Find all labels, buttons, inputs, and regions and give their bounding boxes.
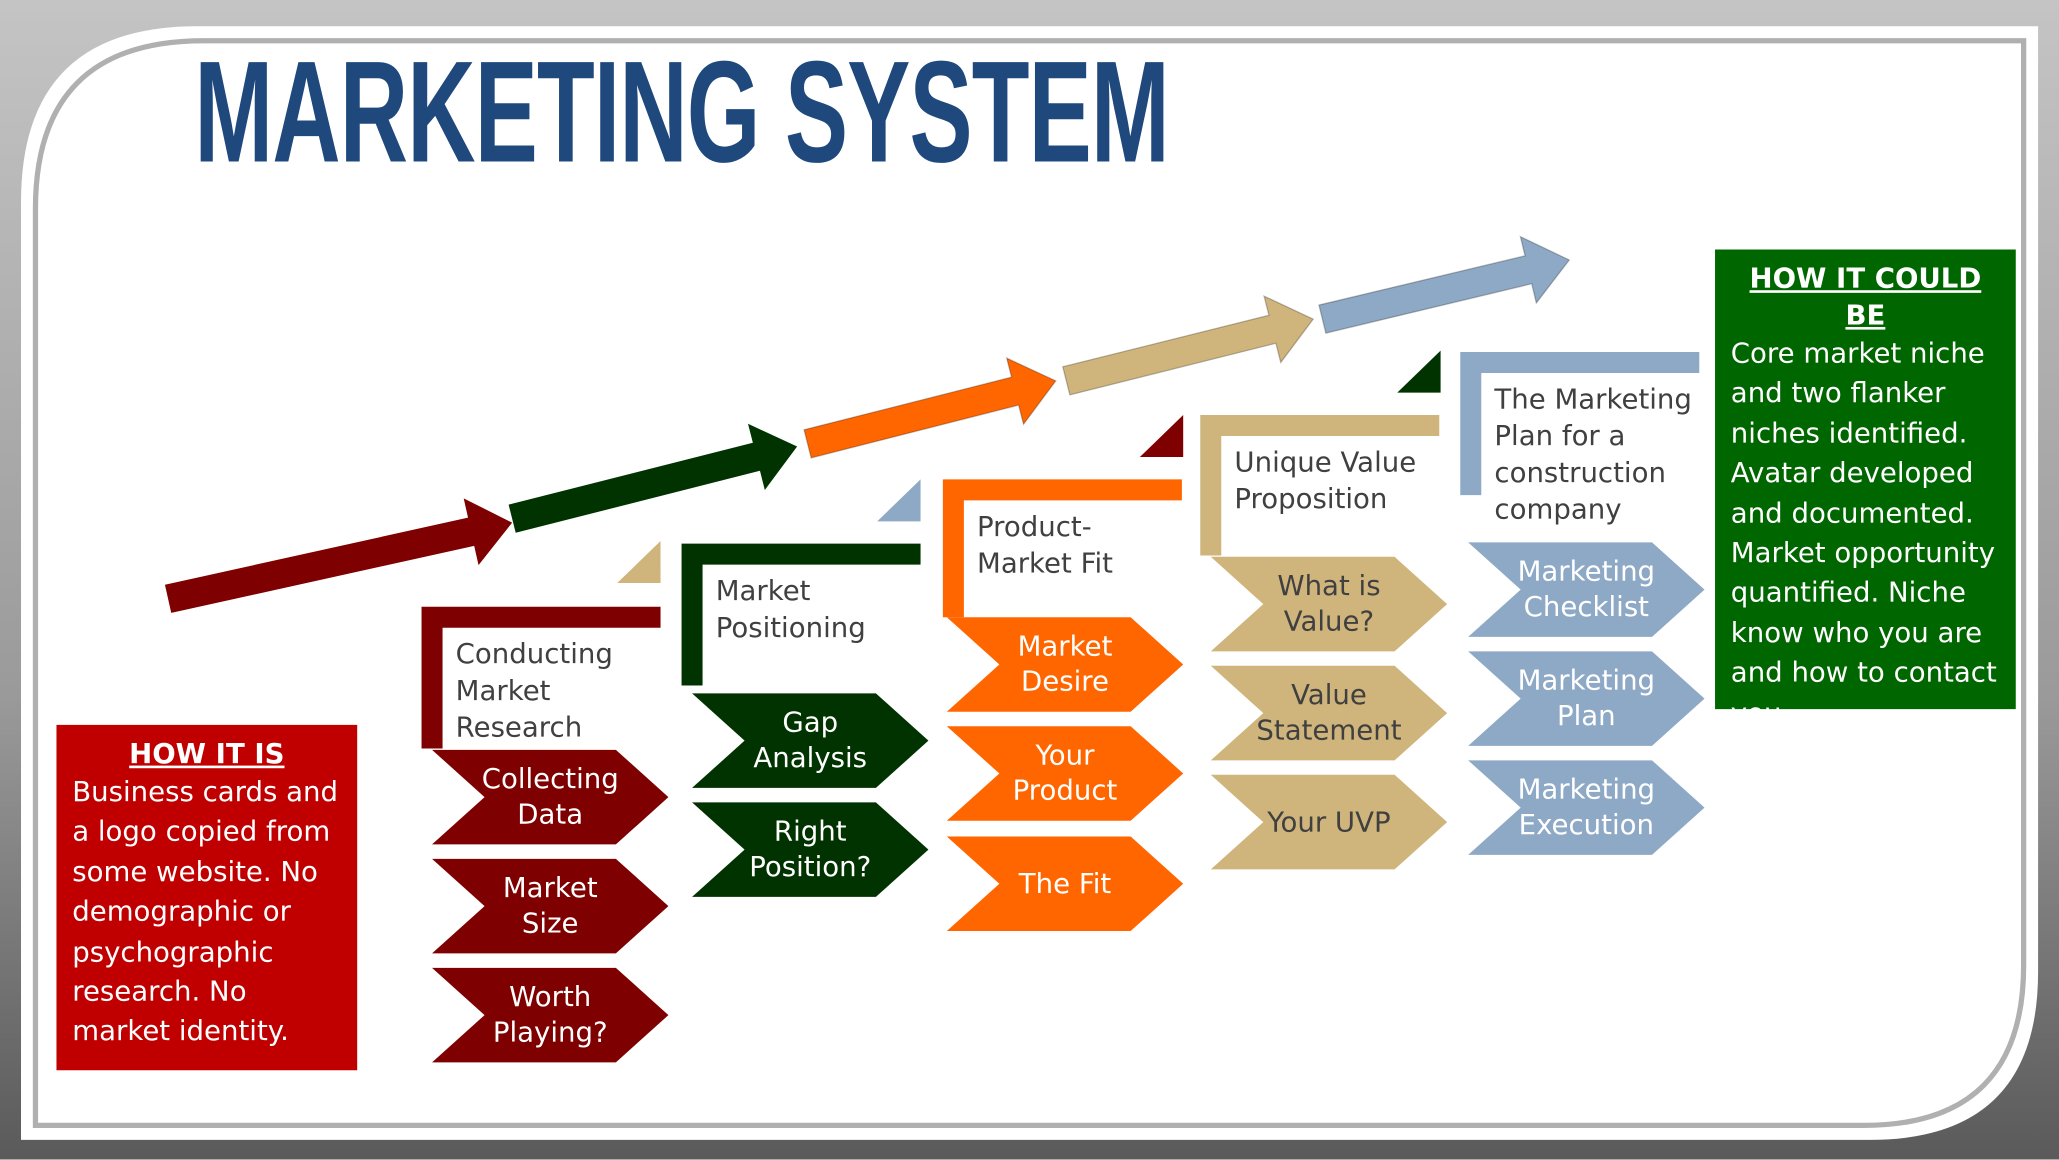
step-label: Worth Playing? — [492, 980, 608, 1048]
stage-bracket-1 — [421, 606, 661, 749]
step-label: The Fit — [1018, 867, 1112, 899]
frame-inner-line — [32, 38, 2027, 1129]
step-label: Marketing Checklist — [1517, 555, 1656, 623]
how-it-is-title: HOW IT IS — [129, 738, 285, 770]
step-chevron-3-2 — [946, 726, 1184, 821]
stage-bracket-5 — [1460, 351, 1700, 496]
progress-arrow-3 — [803, 356, 1057, 459]
step-label: Gap Analysis — [753, 706, 868, 774]
step-chevron-2-2 — [692, 802, 929, 897]
step-label: What is Value? — [1277, 569, 1381, 637]
step-label: Market Desire — [1017, 630, 1113, 698]
step-label: Marketing Plan — [1517, 664, 1656, 732]
step-chevron-1-3 — [432, 967, 669, 1063]
step-label: Collecting Data — [481, 762, 619, 830]
stage-bracket-2 — [681, 543, 921, 686]
how-it-is-box: HOW IT IS Business cards and a logo copi… — [56, 724, 358, 1071]
step-label: Marketing Execution — [1517, 773, 1656, 841]
step-chevron-3-1 — [946, 617, 1184, 712]
step-chevron-2-1 — [692, 693, 929, 788]
step-chevron-4-2 — [1210, 665, 1448, 761]
step-chevron-1-1 — [432, 749, 669, 845]
stage-heading-4: Unique Value Proposition — [1234, 446, 1417, 515]
how-it-could-be-body: Core market niche and two flanker niches… — [1730, 337, 1997, 729]
stage-heading-3: Product- Market Fit — [977, 510, 1113, 580]
step-chevron-4-3 — [1210, 774, 1448, 870]
progress-arrow-4 — [1061, 294, 1315, 396]
step-chevron-4-1 — [1210, 556, 1448, 652]
progress-arrow-5 — [1318, 235, 1571, 334]
page-title: MARKETING SYSTEM — [194, 31, 1169, 194]
how-it-is-body: Business cards and a logo copied from so… — [72, 776, 339, 1048]
progress-arrow-2 — [508, 423, 798, 533]
how-it-could-be-box: HOW IT COULD BE Core market niche and tw… — [1715, 249, 2016, 728]
how-it-could-be-title: HOW IT COULD BE — [1749, 262, 1982, 331]
step-chevron-1-2 — [432, 858, 669, 954]
step-label: Your Product — [1012, 739, 1118, 807]
progress-arrow-1 — [164, 498, 513, 613]
step-label: Right Position? — [749, 815, 872, 883]
stage-heading-1: Conducting Market Research — [455, 638, 613, 744]
stage-heading-5: The Marketing Plan for a construction co… — [1494, 383, 1692, 526]
step-chevron-5-1 — [1468, 542, 1705, 637]
step-label: Market Size — [502, 871, 598, 939]
stage-heading-2: Market Positioning — [715, 575, 866, 644]
stage-bracket-4 — [1200, 414, 1440, 556]
step-label: Value Statement — [1256, 678, 1402, 746]
stage-bracket-3 — [942, 479, 1182, 618]
step-chevron-5-3 — [1468, 760, 1705, 855]
step-chevron-3-3 — [946, 836, 1184, 932]
step-label: Your UVP — [1267, 805, 1391, 838]
step-chevron-5-2 — [1468, 651, 1705, 746]
